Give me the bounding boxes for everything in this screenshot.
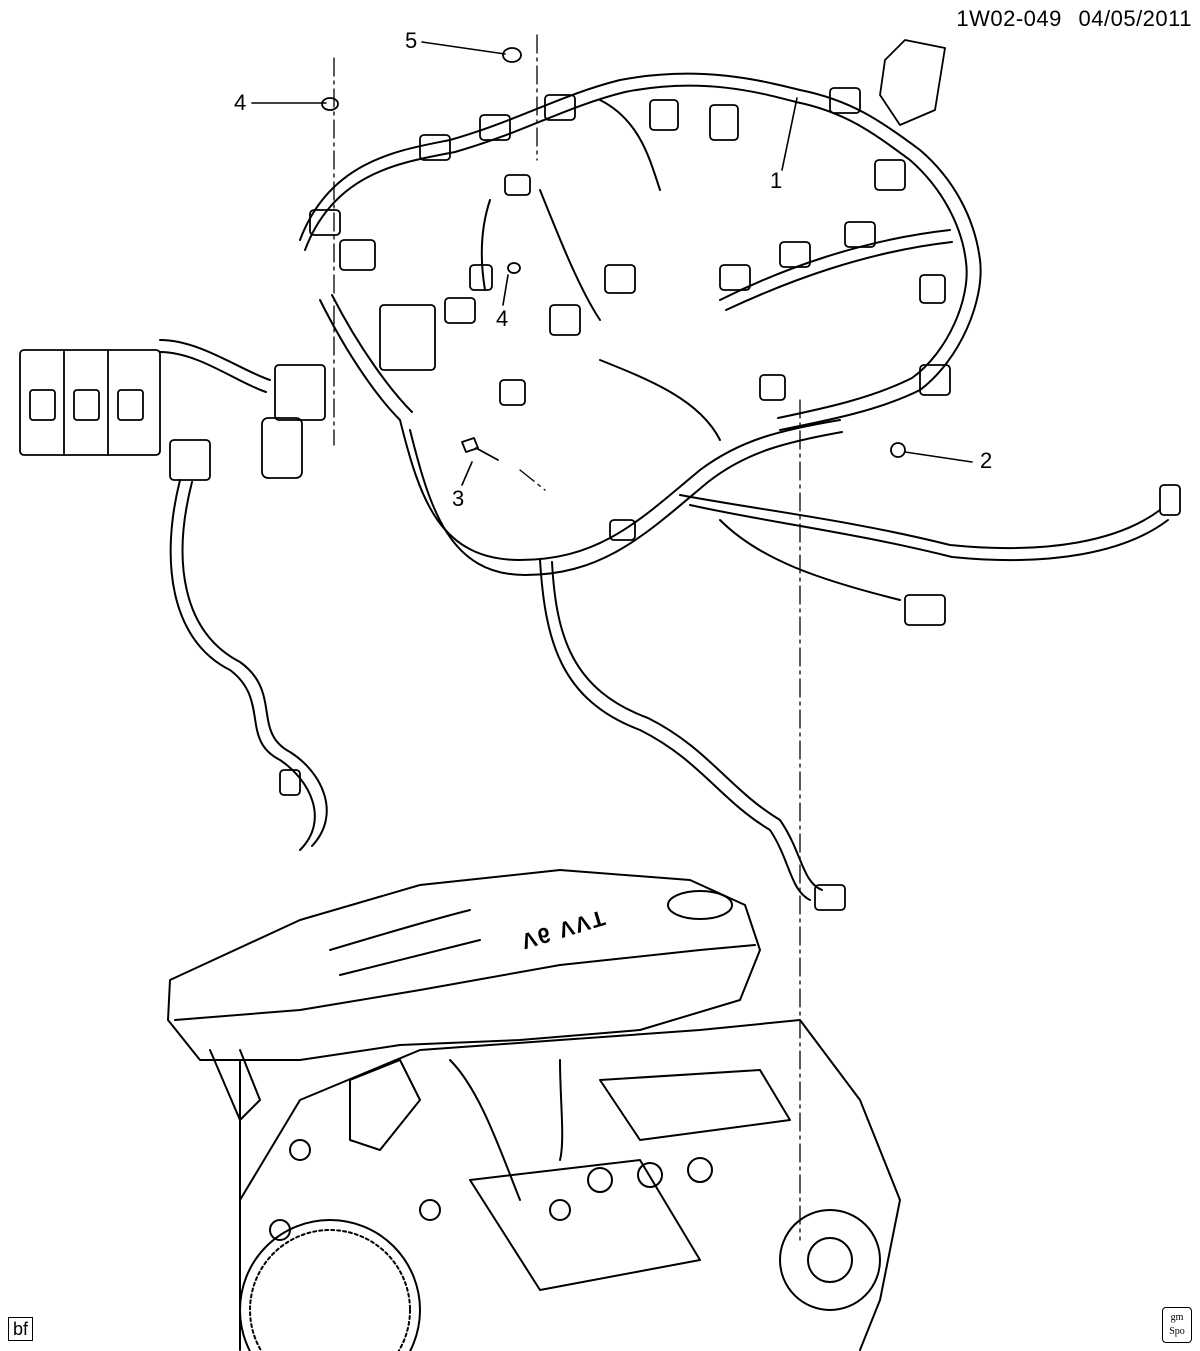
leader-lines: [251, 41, 973, 486]
connectors: [19, 39, 1181, 911]
callout-2: 2: [980, 448, 993, 473]
fasteners: [321, 47, 906, 461]
callout-5: 5: [405, 28, 418, 53]
callout-4-top: 4: [234, 90, 247, 115]
reference-lines: [333, 34, 801, 1241]
callout-1: 1: [770, 168, 783, 193]
engine-block: [167, 869, 901, 1351]
callout-3: 3: [452, 486, 465, 511]
diagram-code: 1W02-049: [956, 6, 1062, 31]
harness-trunk: [159, 72, 1169, 901]
gm-spo-logo: gm Spo: [1162, 1307, 1192, 1343]
engine-cover-text: V6 VVT: [519, 905, 610, 955]
logo-line-2: Spo: [1169, 1326, 1185, 1337]
logo-line-1: gm: [1170, 1312, 1184, 1323]
corner-label: bf: [8, 1317, 34, 1341]
diagram-header: 1W02-049 04/05/2011: [956, 6, 1192, 32]
diagram-date: 04/05/2011: [1078, 6, 1192, 31]
callout-4-mid: 4: [496, 306, 509, 331]
